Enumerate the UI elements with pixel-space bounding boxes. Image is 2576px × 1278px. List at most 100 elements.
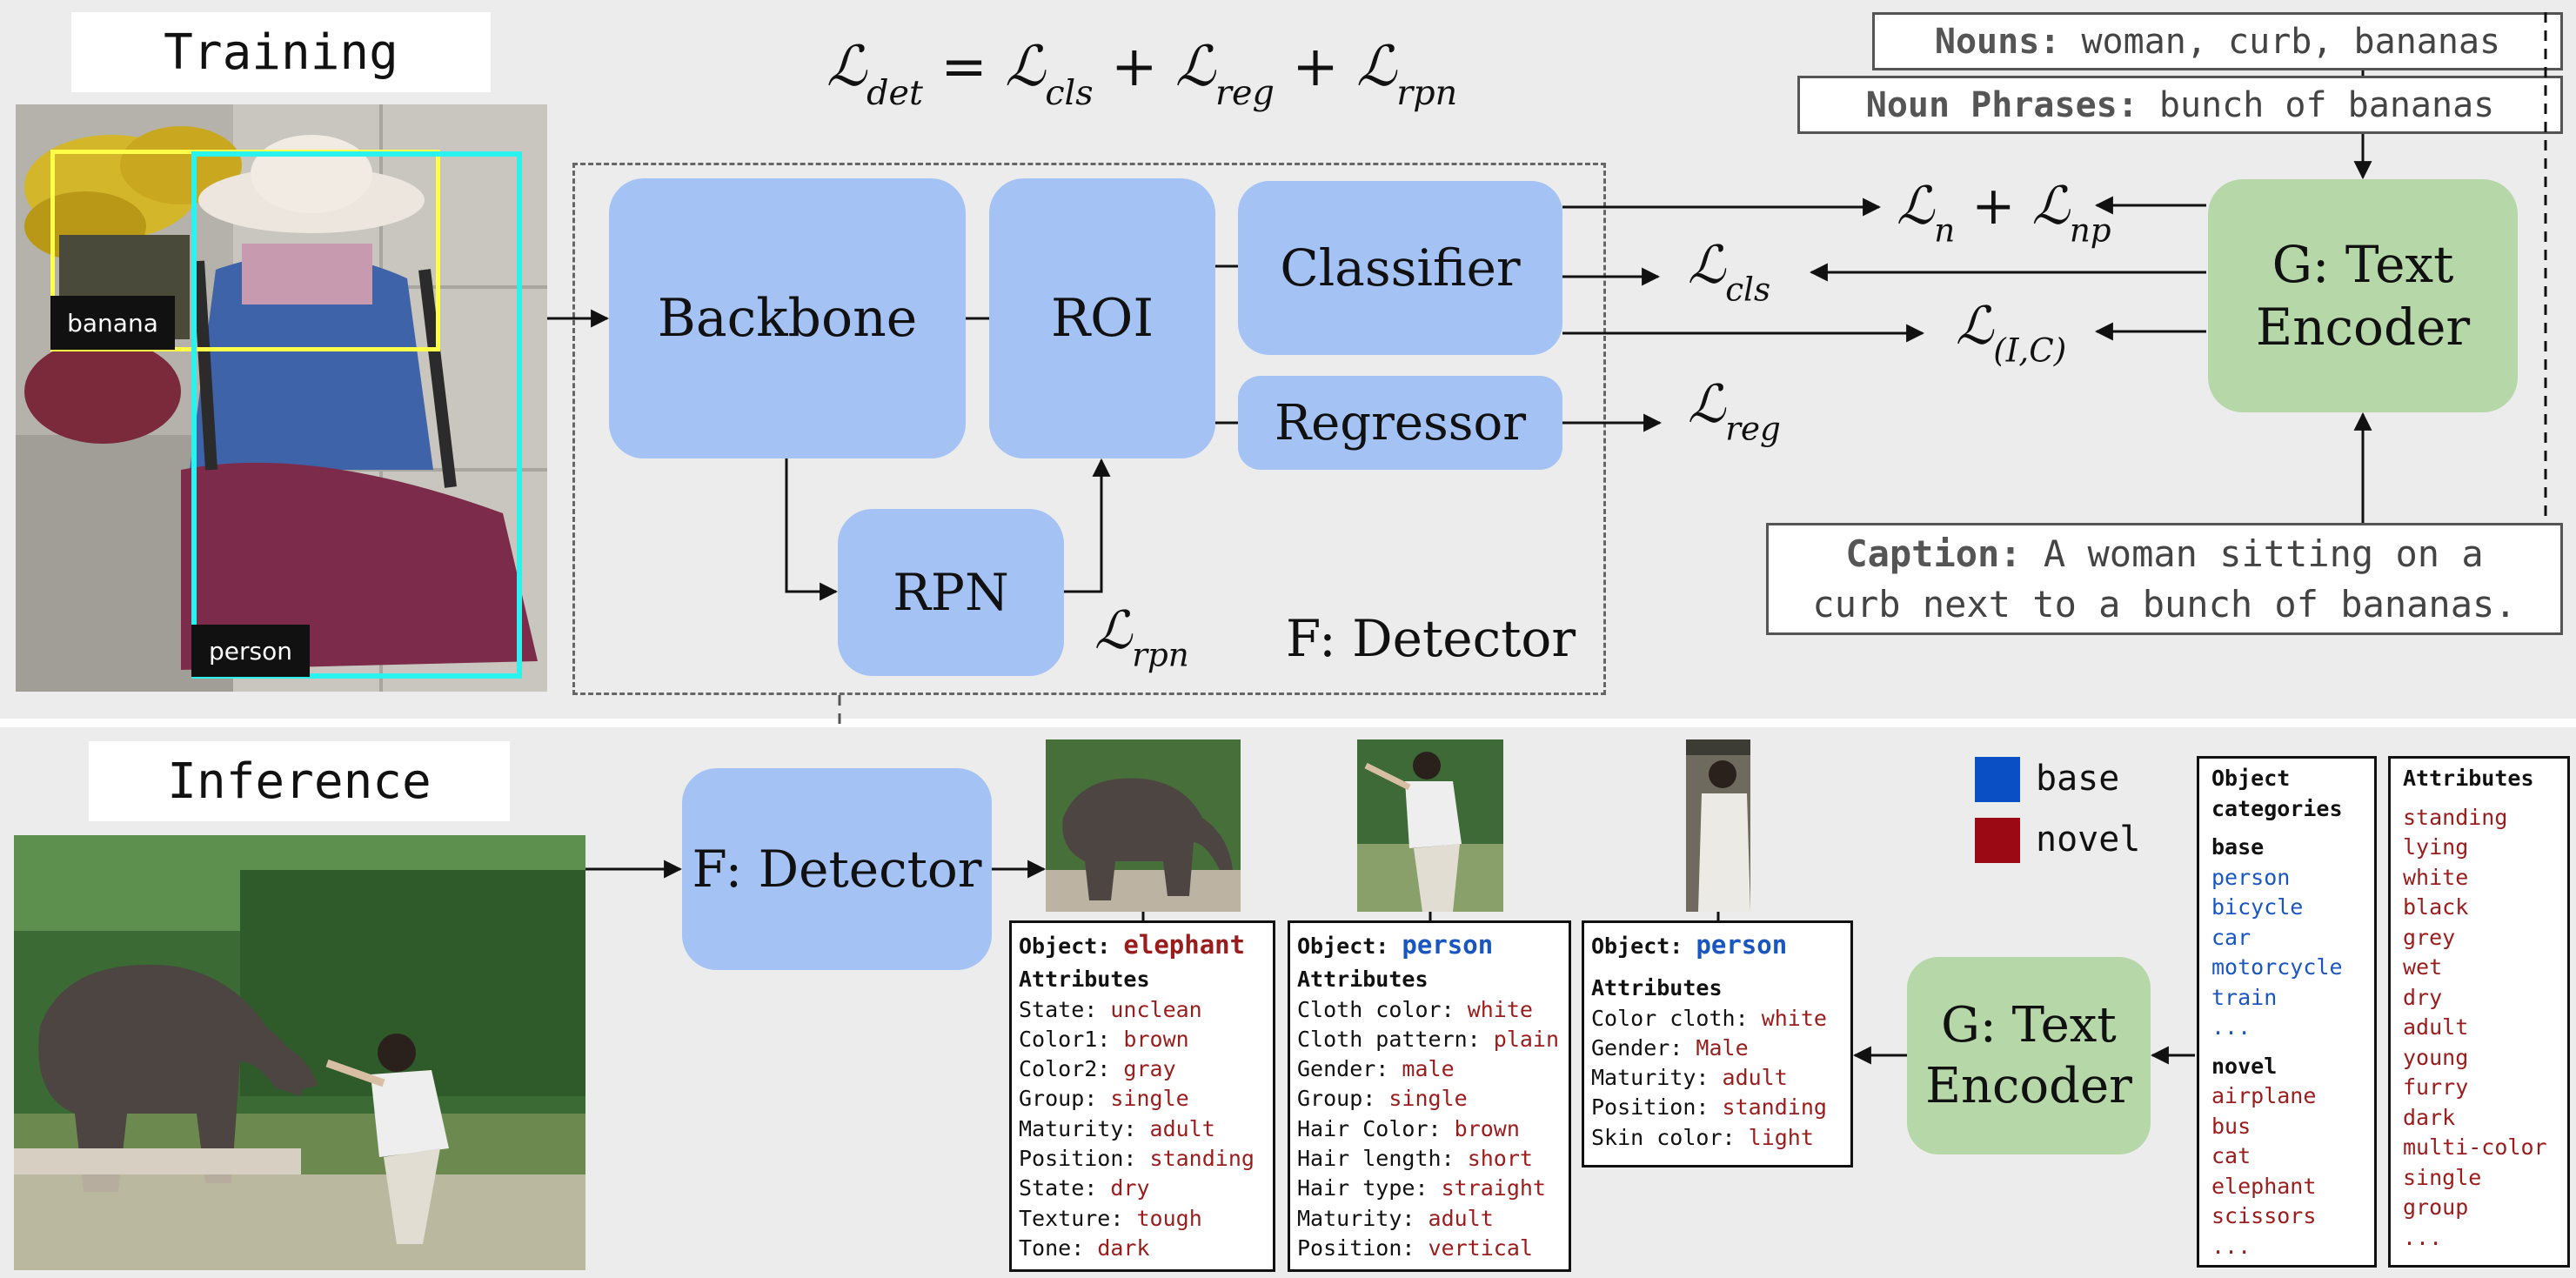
attribute-key: Color2: — [1019, 1056, 1111, 1082]
attribute-row: Gender: male — [1297, 1054, 1562, 1084]
legend-novel-swatch — [1975, 818, 2020, 863]
attribute-value: single — [1388, 1086, 1468, 1112]
legend-base-label: base — [2036, 759, 2120, 799]
attribute-value: brown — [1123, 1026, 1189, 1052]
attribute-list-item: standing — [2403, 804, 2508, 830]
noun-phrases-box: Noun Phrases: bunch of bananas — [1797, 76, 2563, 134]
attribute-row: State: unclean — [1019, 995, 1266, 1025]
attribute-row: Position: standing — [1591, 1093, 1843, 1122]
loss-n-subscript: n — [1934, 211, 1956, 250]
attribute-value: straight — [1441, 1175, 1546, 1201]
attribute-value: white — [1467, 996, 1533, 1022]
attribute-row: Hair Color: brown — [1297, 1114, 1562, 1144]
backbone-box: Backbone — [609, 178, 966, 458]
attribute-row: Position: vertical — [1297, 1234, 1562, 1263]
attribute-key: Maturity: — [1591, 1065, 1710, 1091]
categories-title-line1: Object — [2211, 766, 2291, 791]
caption-box: Caption: A woman sitting on a curb next … — [1766, 523, 2563, 635]
attribute-list-item: lying — [2403, 834, 2469, 860]
novel-category-item: elephant — [2211, 1173, 2317, 1199]
loss-reg: ℒreg — [1688, 374, 1781, 448]
attribute-row: Color cloth: white — [1591, 1004, 1843, 1034]
noun-phrases-value: bunch of bananas — [2158, 84, 2495, 125]
legend-novel-label: novel — [2036, 820, 2141, 860]
attribute-row: Maturity: adult — [1297, 1204, 1562, 1234]
attribute-row: Position: standing — [1019, 1144, 1266, 1174]
attribute-key: State: — [1019, 996, 1098, 1022]
attribute-key: Color1: — [1019, 1026, 1111, 1052]
caption-key: Caption: — [1845, 532, 2022, 575]
attribute-key: Color cloth: — [1591, 1005, 1749, 1031]
text-encoder-box: G: Text Encoder — [2208, 179, 2518, 412]
attribute-list-item: black — [2403, 894, 2469, 920]
inference-detector-box: F: Detector — [682, 768, 992, 970]
attribute-key: Hair length: — [1297, 1146, 1455, 1172]
card-object-key: Object: — [1297, 933, 1389, 959]
attribute-key: Cloth color: — [1297, 996, 1455, 1022]
caption-line1: A woman sitting on a — [2043, 532, 2484, 575]
person-bounding-box — [191, 151, 522, 679]
card-object-name: elephant — [1123, 930, 1246, 960]
attribute-row: Hair type: straight — [1297, 1174, 1562, 1203]
attribute-value: vertical — [1428, 1235, 1533, 1261]
attribute-value: tough — [1136, 1205, 1202, 1231]
loss-ic: ℒ(I,C) — [1956, 296, 2067, 370]
attribute-value: plain — [1493, 1026, 1560, 1052]
person-attributes-card-1: Object: person Attributes Cloth color: w… — [1288, 920, 1571, 1272]
novel-category-item: airplane — [2211, 1083, 2317, 1108]
equation-term-1: cls — [1045, 72, 1094, 113]
card-object-name: person — [1696, 930, 1788, 960]
loss-equation: ℒdet = ℒcls + ℒreg + ℒrpn — [826, 35, 1458, 113]
attribute-row: Tone: dark — [1019, 1234, 1266, 1263]
base-category-item: car — [2211, 924, 2251, 950]
attribute-list-item: dry — [2403, 984, 2443, 1010]
training-label: Training — [71, 12, 491, 92]
novel-category-item: bus — [2211, 1113, 2251, 1139]
attribute-value: short — [1467, 1146, 1533, 1172]
attribute-value: adult — [1722, 1065, 1788, 1091]
attribute-value: standing — [1149, 1146, 1255, 1172]
inference-label: Inference — [89, 741, 510, 821]
novel-category-item: ... — [2211, 1233, 2251, 1259]
attribute-list-item: ... — [2403, 1224, 2443, 1250]
loss-np-subscript: np — [2069, 211, 2111, 250]
equation-term-2: reg — [1215, 72, 1275, 113]
card-attributes-title: Attributes — [1019, 967, 1150, 993]
banana-tag: banana — [50, 296, 175, 350]
attribute-key: Texture: — [1019, 1205, 1124, 1231]
attribute-list-item: furry — [2403, 1074, 2469, 1100]
attribute-key: Group: — [1019, 1086, 1098, 1112]
text-encoder-line2: Encoder — [2255, 298, 2471, 357]
nouns-key: Nouns: — [1934, 21, 2061, 62]
caption-line2: curb next to a bunch of bananas. — [1812, 582, 2517, 626]
rpn-box: RPN — [838, 509, 1064, 676]
attribute-key: State: — [1019, 1175, 1098, 1201]
attribute-key: Position: — [1019, 1146, 1137, 1172]
attribute-row: Skin color: light — [1591, 1123, 1843, 1153]
person-tag: person — [191, 625, 310, 677]
regressor-box: Regressor — [1238, 376, 1562, 470]
attribute-list-item: single — [2403, 1164, 2482, 1190]
loss-rpn: ℒrpn — [1094, 600, 1189, 674]
attribute-row: Maturity: adult — [1591, 1063, 1843, 1093]
attribute-value: unclean — [1110, 996, 1202, 1022]
inference-text-encoder-line1: G: Text — [1941, 996, 2117, 1054]
attribute-list-item: grey — [2403, 924, 2456, 950]
attribute-value: white — [1761, 1005, 1827, 1031]
elephant-attributes-card: Object: elephant Attributes State: uncle… — [1009, 920, 1275, 1272]
attribute-value: dry — [1110, 1175, 1150, 1201]
attributes-list-title: Attributes — [2403, 766, 2534, 791]
attribute-list-item: dark — [2403, 1104, 2456, 1130]
attribute-row: Maturity: adult — [1019, 1114, 1266, 1144]
equation-term-3: rpn — [1396, 72, 1458, 113]
card-object-name: person — [1402, 930, 1494, 960]
loss-rpn-subscript: rpn — [1132, 635, 1189, 674]
attribute-value: single — [1110, 1086, 1189, 1112]
attribute-value: standing — [1722, 1094, 1827, 1121]
attribute-row: Gender: Male — [1591, 1034, 1843, 1063]
attribute-key: Group: — [1297, 1086, 1376, 1112]
attribute-key: Hair Color: — [1297, 1115, 1442, 1141]
attribute-value: brown — [1454, 1115, 1520, 1141]
legend-base-swatch — [1975, 757, 2020, 802]
attribute-value: gray — [1123, 1056, 1176, 1082]
